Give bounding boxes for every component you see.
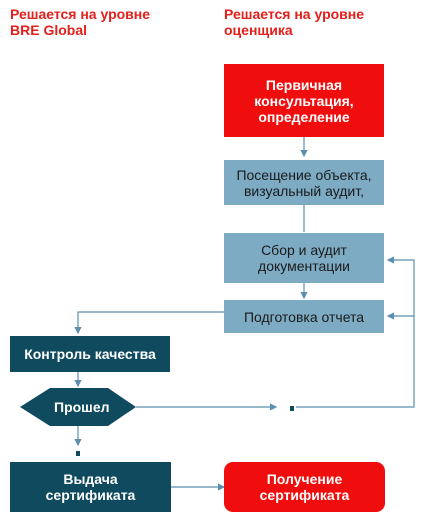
node-issue-certificate: Выдача сертификата [10,462,171,512]
header-assessor: Решается на уровне оценщика [224,6,365,38]
node-receive-certificate: Получение сертификата [224,462,385,512]
header-bre-global: Решается на уровне BRE Global [10,6,151,38]
connector-marker-right [290,406,294,411]
node-site-visit: Посещение объекта, визуальный аудит, [224,160,384,205]
node-consultation: Первичная консультация, определение [224,64,384,137]
arrow-report-to-qc [74,311,224,335]
node-passed: Прошел [54,399,110,415]
node-report: Подготовка отчета [224,300,384,333]
node-docs-audit: Сбор и аудит документации [224,233,384,283]
node-quality-control: Контроль качества [10,336,170,372]
connector-marker-down [76,451,80,456]
loop-return [296,256,415,408]
